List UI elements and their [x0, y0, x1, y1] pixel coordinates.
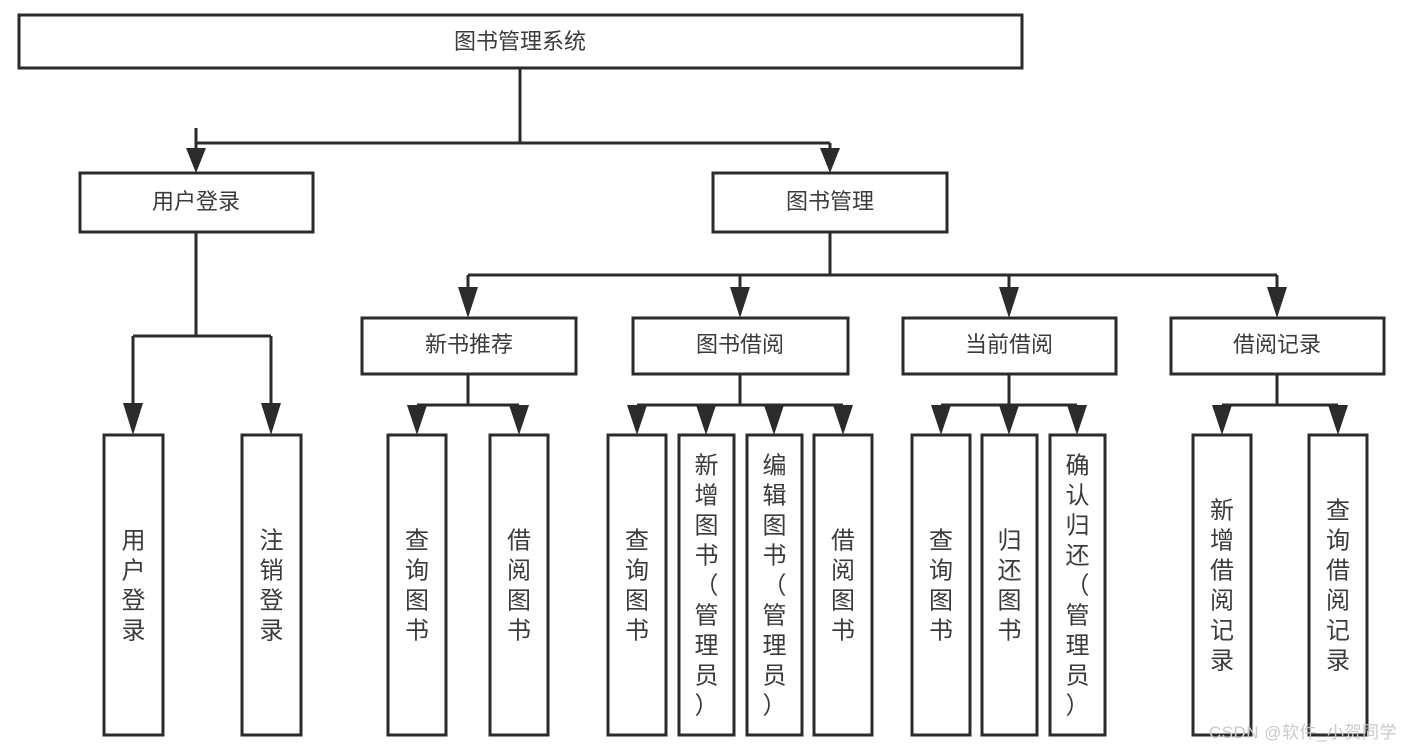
leaf-box-return-book[interactable]	[980, 433, 1039, 737]
arrow-icon-root-to-book-mgmt	[820, 148, 840, 173]
leaf-node[interactable]: 归还图书	[980, 433, 1039, 737]
leaf-label-return-book: 归还图书	[998, 527, 1022, 644]
leaf-box-add-book[interactable]	[677, 433, 736, 737]
leaf-label-add-record: 新增借阅记录	[1210, 497, 1234, 674]
leaf-box-edit-book[interactable]	[745, 433, 804, 737]
leaf-node[interactable]: 查询借阅记录	[1307, 433, 1369, 737]
node-user-login[interactable]: 用户登录	[78, 171, 315, 234]
leaf-box-borrow-books-a[interactable]	[488, 433, 550, 737]
node-borrow-records-box[interactable]	[1169, 316, 1386, 376]
node-user-login-label: 用户登录	[152, 189, 240, 214]
node-current-borrow[interactable]: 当前借阅	[901, 316, 1118, 376]
node-book-borrow-label: 图书借阅	[696, 332, 784, 357]
node-borrow-records[interactable]: 借阅记录	[1169, 316, 1386, 376]
node-current-borrow-box[interactable]	[901, 316, 1118, 376]
leaf-label-query-books-c: 查询图书	[929, 527, 953, 644]
leaf-label-borrow-books-b: 借阅图书	[831, 527, 855, 644]
node-book-borrow-box[interactable]	[631, 316, 850, 376]
leaf-node[interactable]: 新增图书（管理员）	[677, 433, 736, 737]
leaf-label-confirm-return: 确认归还（管理员）	[1066, 452, 1090, 719]
leaf-label-user-login: 用户登录	[122, 527, 146, 644]
leaf-label-query-books-b: 查询图书	[625, 527, 649, 644]
leaf-box-logout[interactable]	[240, 433, 303, 737]
leaf-node[interactable]: 注销登录	[240, 433, 303, 737]
arrow-icon-userlogin-leaf-1	[123, 403, 143, 435]
leaf-label-edit-book: 编辑图书（管理员）	[763, 452, 787, 719]
connector-group-book-mgmt	[458, 232, 1287, 318]
arrow-icon-borrow-leaf-2	[696, 405, 716, 435]
arrow-icon-newbooks-leaf-1	[407, 405, 427, 435]
connector-group-current	[931, 374, 1087, 435]
node-book-management-box[interactable]	[711, 171, 949, 234]
node-new-book-recommend-label: 新书推荐	[425, 332, 513, 357]
leaf-box-borrow-books-b[interactable]	[812, 433, 874, 737]
arrow-icon-bookmgmt-to-new-books	[458, 287, 478, 318]
leaf-label-query-record: 查询借阅记录	[1326, 497, 1350, 674]
leaf-box-confirm-return[interactable]	[1048, 433, 1107, 737]
arrow-icon-current-leaf-2	[999, 405, 1019, 435]
leaf-node[interactable]: 编辑图书（管理员）	[745, 433, 804, 737]
arrow-icon-borrow-leaf-1	[627, 405, 647, 435]
arrow-icon-current-leaf-3	[1067, 405, 1087, 435]
leaf-label-logout: 注销登录	[260, 527, 284, 644]
leaf-node[interactable]: 确认归还（管理员）	[1048, 433, 1107, 737]
leaf-box-query-books-b[interactable]	[606, 433, 668, 737]
leaf-node[interactable]: 查询图书	[386, 433, 448, 737]
connector-group-root	[186, 68, 840, 173]
leaf-node[interactable]: 借阅图书	[488, 433, 550, 737]
node-root-label: 图书管理系统	[454, 29, 586, 54]
connector-group-records	[1212, 374, 1348, 435]
leaf-label-add-book: 新增图书（管理员）	[695, 452, 719, 719]
arrow-icon-borrow-leaf-3	[764, 405, 784, 435]
node-user-login-box[interactable]	[78, 171, 315, 234]
node-book-management-label: 图书管理	[786, 189, 874, 214]
leaf-node[interactable]: 查询图书	[910, 433, 972, 737]
connector-group-new-books	[407, 374, 529, 435]
leaf-box-query-books-c[interactable]	[910, 433, 972, 737]
leaf-label-query-books-a: 查询图书	[405, 527, 429, 644]
leaf-box-add-record[interactable]	[1191, 433, 1253, 737]
arrow-icon-bookmgmt-to-records	[1267, 287, 1287, 318]
connector-group-user-login	[123, 232, 281, 435]
connector-group-borrow	[627, 374, 853, 435]
node-book-borrow[interactable]: 图书借阅	[631, 316, 850, 376]
node-borrow-records-label: 借阅记录	[1233, 332, 1321, 357]
leaf-label-borrow-books-a: 借阅图书	[507, 527, 531, 644]
arrow-icon-bookmgmt-to-current	[999, 287, 1019, 318]
arrow-icon-borrow-leaf-4	[833, 405, 853, 435]
arrow-icon-bookmgmt-to-borrow	[730, 287, 750, 318]
leaf-box-query-books-a[interactable]	[386, 433, 448, 737]
node-new-book-recommend[interactable]: 新书推荐	[360, 316, 578, 376]
arrow-icon-root-to-user-login	[186, 148, 206, 173]
arrow-icon-records-leaf-1	[1212, 405, 1232, 435]
arrow-icon-userlogin-leaf-2	[261, 403, 281, 435]
node-current-borrow-label: 当前借阅	[965, 332, 1053, 357]
node-root-box[interactable]	[17, 13, 1024, 70]
leaf-node[interactable]: 用户登录	[102, 433, 165, 737]
leaf-box-query-record[interactable]	[1307, 433, 1369, 737]
leaf-node[interactable]: 新增借阅记录	[1191, 433, 1253, 737]
leaf-node[interactable]: 查询图书	[606, 433, 668, 737]
node-book-management[interactable]: 图书管理	[711, 171, 949, 234]
arrow-icon-records-leaf-2	[1328, 405, 1348, 435]
leaf-box-user-login[interactable]	[102, 433, 165, 737]
node-new-book-recommend-box[interactable]	[360, 316, 578, 376]
arrow-icon-current-leaf-1	[931, 405, 951, 435]
leaf-node[interactable]: 借阅图书	[812, 433, 874, 737]
node-root[interactable]: 图书管理系统	[17, 13, 1024, 70]
arrow-icon-newbooks-leaf-2	[509, 405, 529, 435]
